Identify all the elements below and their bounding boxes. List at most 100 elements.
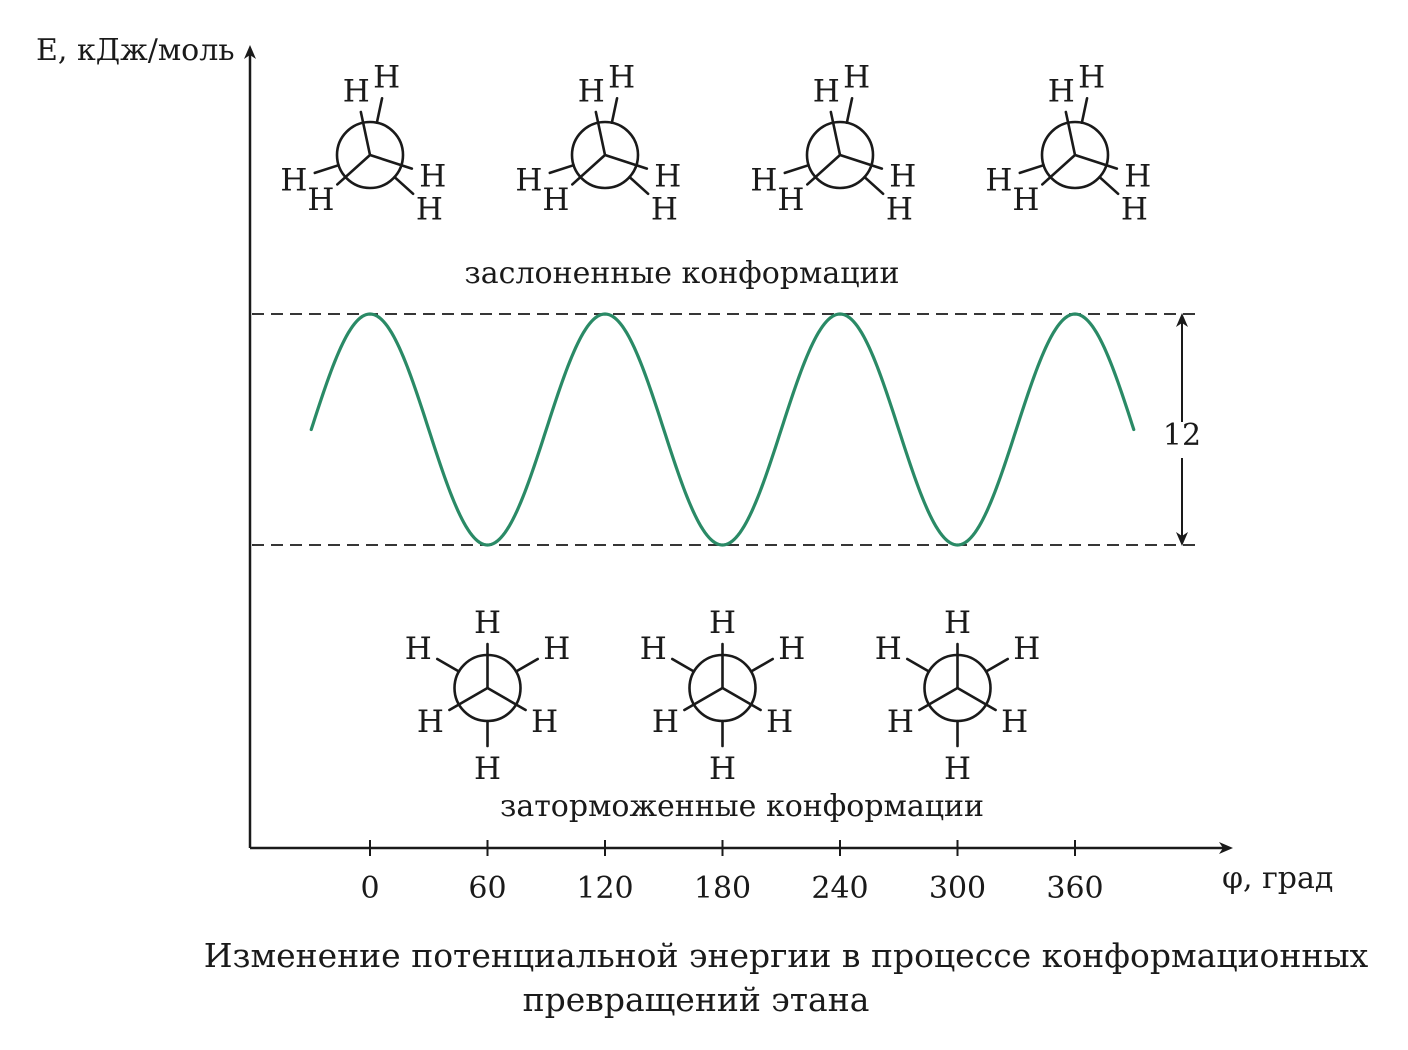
rear-carbon-circle (1040, 120, 1110, 190)
rear-carbon-circle (335, 120, 405, 190)
h-atom-label: H (531, 704, 558, 740)
h-atom-label: H (1121, 192, 1148, 228)
h-atom-label: H (1124, 158, 1151, 194)
x-tick-label: 300 (929, 871, 986, 906)
bond-line (1080, 96, 1089, 125)
x-tick-label: 180 (694, 871, 751, 906)
bond-line (336, 153, 372, 186)
bond-line (670, 657, 696, 673)
x-tick-label: 0 (360, 871, 379, 906)
caption-line-1: Изменение потенциальной энергии в процес… (204, 936, 1369, 975)
bond-line (368, 153, 414, 170)
bond-line (1041, 153, 1077, 186)
bond-line (1098, 175, 1120, 196)
eclipsed-label: заслоненные конформации (464, 256, 899, 291)
h-atom-label: H (419, 158, 446, 194)
bond-line (984, 657, 1010, 673)
h-atom-label: H (1048, 73, 1075, 109)
x-tick-label: 360 (1046, 871, 1103, 906)
h-atom-label: H (887, 704, 914, 740)
bond-line (313, 163, 340, 175)
rear-carbon-circle (570, 120, 640, 190)
h-atom-label: H (640, 631, 667, 667)
rear-carbon-circle (805, 120, 875, 190)
bond-line (548, 163, 575, 175)
bond-line (1073, 153, 1119, 170)
h-atom-label: H (889, 158, 916, 194)
h-atom-label: H (944, 751, 971, 787)
bond-line (571, 153, 607, 186)
bond-line (359, 110, 372, 157)
bond-line (603, 153, 649, 170)
h-atom-label: H (875, 631, 902, 667)
h-atom-label: H (1001, 704, 1028, 740)
h-atom-label: H (709, 605, 736, 641)
h-atom-label: H (750, 163, 777, 199)
h-atom-label: H (709, 751, 736, 787)
bond-line (721, 686, 762, 712)
x-tick-label: 60 (468, 871, 506, 906)
x-tick-label: 120 (576, 871, 633, 906)
h-atom-label: H (944, 605, 971, 641)
h-atom-label: H (280, 163, 307, 199)
bond-line (448, 686, 489, 712)
bond-line (375, 96, 384, 125)
h-atom-label: H (985, 163, 1012, 199)
h-atom-label: H (474, 751, 501, 787)
bond-line (749, 657, 775, 673)
bond-line (806, 153, 842, 186)
bond-line (863, 175, 885, 196)
h-atom-label: H (843, 60, 870, 96)
h-atom-label: H (1013, 631, 1040, 667)
y-axis-label: E, кДж/моль (36, 33, 235, 68)
h-atom-label: H (652, 704, 679, 740)
bond-line (1064, 110, 1077, 157)
x-ticks: 0 60 120 180 240 300 360 (360, 840, 1104, 906)
bond-line (514, 657, 540, 673)
h-atom-label: H (886, 192, 913, 228)
x-axis-label: φ, град (1222, 861, 1333, 896)
h-atom-label: H (543, 631, 570, 667)
bond-line (1018, 163, 1045, 175)
bond-line (783, 163, 810, 175)
h-atom-label: H (343, 73, 370, 109)
h-atom-label: H (654, 158, 681, 194)
barrier-value: 12 (1163, 418, 1201, 453)
h-atom-label: H (416, 192, 443, 228)
caption-line-2: превращений этана (523, 980, 870, 1019)
bond-line (628, 175, 650, 196)
h-atom-label: H (777, 182, 804, 218)
h-atom-label: H (766, 704, 793, 740)
h-atom-label: H (651, 192, 678, 228)
bond-line (683, 686, 724, 712)
h-atom-label: H (417, 704, 444, 740)
h-atom-label: H (608, 60, 635, 96)
h-atom-label: H (578, 73, 605, 109)
h-atom-label: H (1078, 60, 1105, 96)
bond-line (594, 110, 607, 157)
h-atom-label: H (1012, 182, 1039, 218)
energy-curve (309, 312, 1136, 547)
h-atom-label: H (474, 605, 501, 641)
bond-line (486, 686, 527, 712)
x-tick-label: 240 (811, 871, 868, 906)
bond-line (956, 686, 997, 712)
bond-line (610, 96, 619, 125)
bond-line (838, 153, 884, 170)
h-atom-label: H (373, 60, 400, 96)
h-atom-label: H (405, 631, 432, 667)
h-atom-label: H (813, 73, 840, 109)
h-atom-label: H (515, 163, 542, 199)
bond-line (905, 657, 931, 673)
bond-line (829, 110, 842, 157)
h-atom-label: H (778, 631, 805, 667)
h-atom-label: H (307, 182, 334, 218)
bond-line (845, 96, 854, 125)
